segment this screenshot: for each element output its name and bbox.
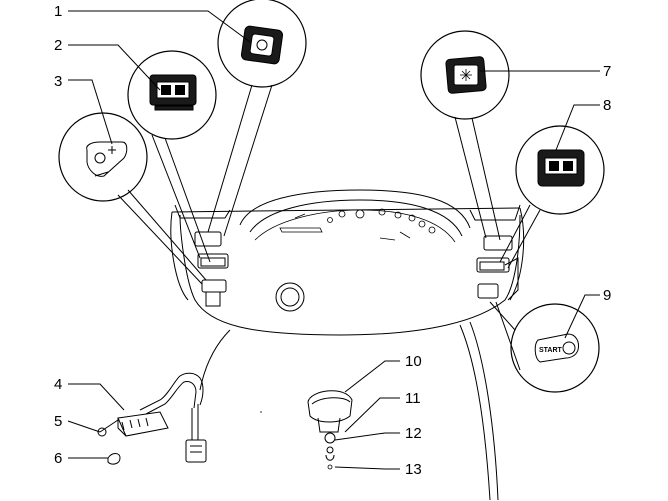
start-label: START: [539, 347, 563, 354]
callout-numbers: 1 2 3 4 5 6 7 8 9 10 11 12 13: [54, 3, 611, 478]
callout-5: 5: [54, 413, 62, 430]
bubble-part-9: START: [489, 301, 600, 393]
bulb-assembly: [260, 390, 353, 470]
bubble-part-2: [127, 50, 217, 263]
callout-7: 7: [603, 63, 611, 80]
callout-3: 3: [54, 73, 62, 90]
bubble-part-8: [499, 125, 605, 269]
callout-9: 9: [603, 287, 611, 304]
connector-assembly: [97, 372, 207, 465]
callout-6: 6: [54, 450, 62, 467]
leader-lines: [67, 10, 600, 470]
callout-2: 2: [54, 37, 62, 54]
callout-13: 13: [405, 461, 422, 478]
callout-11: 11: [405, 390, 421, 407]
dashboard-panel: [170, 189, 525, 501]
bubble-part-1: [207, 0, 307, 237]
callout-1: 1: [54, 3, 62, 20]
callout-8: 8: [603, 97, 611, 114]
callout-4: 4: [54, 376, 62, 393]
bubble-part-3: [58, 112, 207, 285]
bubble-part-7: [420, 30, 510, 241]
callout-10: 10: [405, 353, 422, 370]
callout-12: 12: [405, 425, 422, 442]
